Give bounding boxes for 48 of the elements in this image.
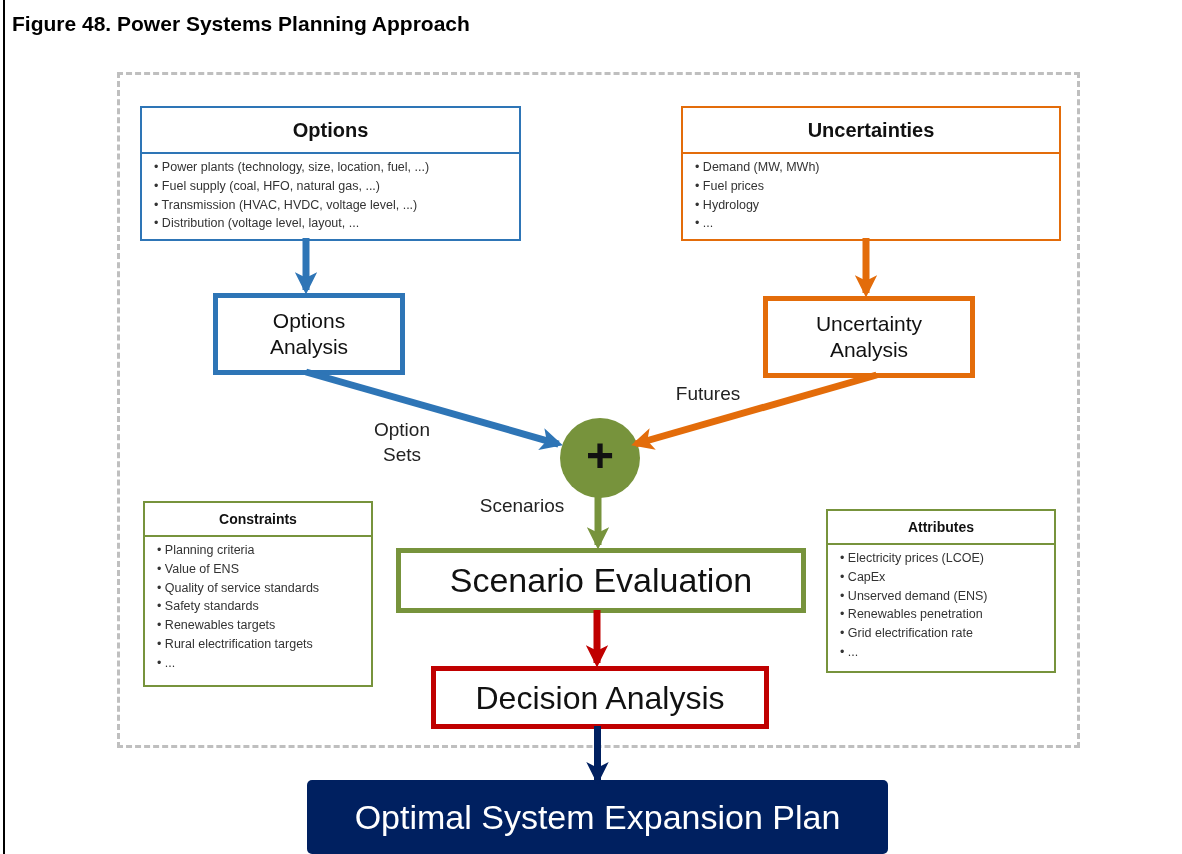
box-label: Options Analysis [268,307,350,360]
process-box [213,293,405,375]
box-heading: Constraints [219,511,297,527]
list-item: • ... [157,654,177,672]
box-heading: Uncertainties [807,118,935,142]
box-label: Decision Analysis [475,678,725,718]
list-box [140,106,521,241]
box-heading: Attributes [907,519,975,535]
arrow [631,371,878,450]
list-item: • Planning criteria [157,542,256,559]
arrow [305,368,563,450]
dashed-frame [117,72,1080,748]
plus-sign: + [586,432,614,480]
box-label: Optimal System Expansion Plan [354,797,841,837]
list-item: • Distribution (voltage level, layout, ... [154,215,361,233]
process-box [431,666,769,729]
list-item: • Unserved demand (ENS) [840,587,989,605]
list-box [826,509,1056,673]
list-item: • Quality of service standards [157,579,321,597]
result-box [307,780,888,854]
list-item: • Power plants (technology, size, location, fuel, ...) [154,159,431,176]
list-item: • ... [840,643,860,661]
list-item: • Rural electrification targets [157,635,314,653]
list-item: • Fuel prices [695,177,765,195]
list-item: • Renewables penetration [840,606,984,624]
list-item: • Fuel supply (coal, HFO, natural gas, ...) [154,177,381,195]
list-item: • Transmission (HVAC, HVDC, voltage level, ...) [154,196,419,214]
list-item: • Demand (MW, MWh) [695,159,821,176]
list-box [681,106,1061,241]
list-item: • Electricity prices (LCOE) [840,550,985,567]
box-label: Scenario Evaluation [449,560,753,602]
arrow [585,610,609,668]
process-box [396,548,806,613]
box-label: Uncertainty Analysis [814,310,924,363]
process-box [763,296,975,378]
box-heading: Options [292,118,369,142]
list-item: • ... [695,215,715,233]
list-box [143,501,373,687]
arrow [294,238,318,295]
list-item: • Hydrology [695,196,761,214]
list-item: • Renewables targets [157,617,277,634]
arrow [854,238,878,298]
list-item: • CapEx [840,568,887,586]
list-item: • Safety standards [157,598,260,616]
figure-title: Figure 48. Power Systems Planning Approach [12,12,470,36]
list-item: • Grid electrification rate [840,625,974,642]
arrow [586,495,610,550]
list-item: • Value of ENS [157,560,240,578]
